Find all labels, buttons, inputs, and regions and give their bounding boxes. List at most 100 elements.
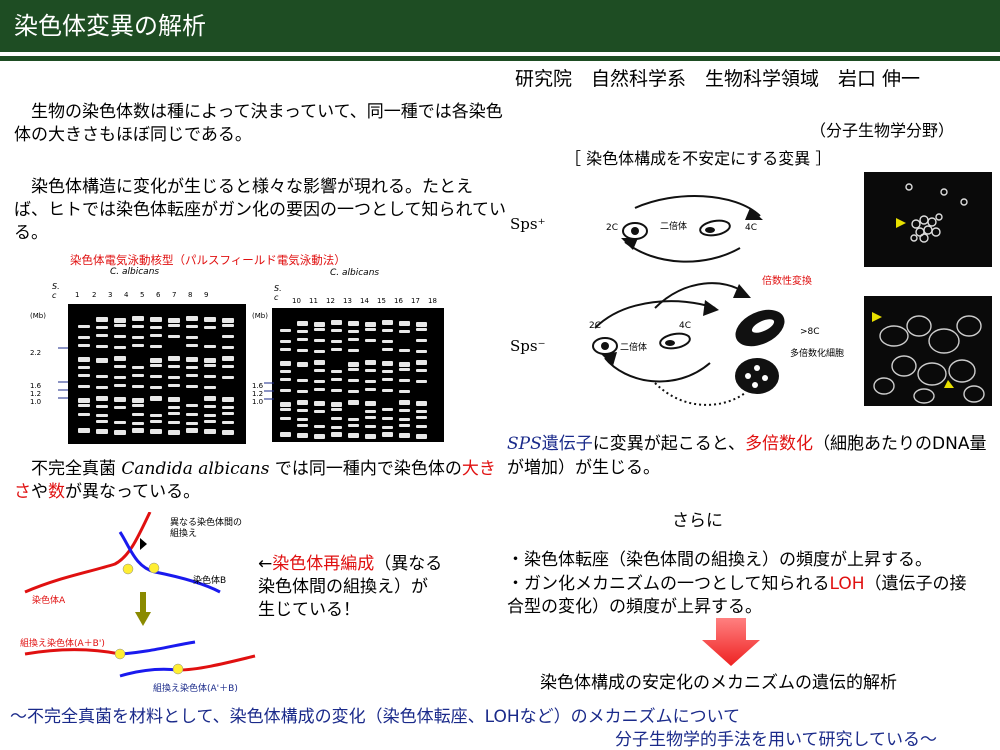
- label-2c: 2C: [606, 223, 619, 233]
- gel-size-mark: 1.2: [252, 390, 264, 398]
- cell-cycle-diagram: [592, 195, 785, 406]
- lane-number: 16: [394, 297, 403, 305]
- lane-number: 10: [292, 297, 301, 305]
- gel-band: [96, 334, 108, 337]
- lane-number: 5: [140, 291, 144, 299]
- gel-band: [382, 408, 393, 411]
- gel-band: [297, 433, 308, 438]
- gel-band: [314, 380, 325, 383]
- gel-size-unit: (Mb): [252, 312, 268, 320]
- gel-sc-label: S. c: [274, 284, 282, 302]
- sps-sentence: SPS遺伝子に変異が起こると、多倍数化（細胞あたりのDNA量が増加）が生じる。: [507, 434, 987, 478]
- chromosome-a: [24, 512, 152, 594]
- gel-band: [96, 429, 108, 434]
- gel-band: [114, 376, 126, 379]
- gel-band: [314, 322, 325, 327]
- gel-band: [331, 320, 342, 325]
- gel-band: [365, 416, 376, 419]
- gel-band: [331, 370, 342, 373]
- gel-band: [399, 418, 410, 421]
- gel-band: [222, 406, 234, 409]
- rearrangement-text: ←染色体再編成（異なる染色体間の組換え）が生じている！: [258, 554, 443, 620]
- gel-band: [168, 324, 180, 327]
- gel-band: [222, 421, 234, 424]
- gel-band: [150, 414, 162, 417]
- gel-band: [348, 368, 359, 371]
- gel-band: [280, 389, 291, 392]
- gel-lane-numbers-right: 10 11 12 13 14 15 16 17 18: [292, 297, 437, 305]
- gel-band: [150, 429, 162, 434]
- lane-number: 18: [428, 297, 437, 305]
- gel-band: [365, 425, 376, 428]
- gel-band: [331, 389, 342, 392]
- sps-plus-label: Sps⁺: [510, 215, 546, 233]
- label-2c: 2C: [589, 321, 602, 331]
- footer-line-1: ～不完全真菌を材料として、染色体構成の変化（染色体転座、LOHなど）のメカニズム…: [10, 707, 741, 727]
- lane-number: 3: [108, 291, 112, 299]
- gel-band: [132, 413, 144, 416]
- bullet-2: ・ガン化メカニズムの一つとして知られるLOH（遺伝子の接合型の変化）の頻度が上昇…: [507, 574, 967, 617]
- gel-band: [150, 396, 162, 401]
- gel-band: [416, 350, 427, 353]
- gel-band: [150, 326, 162, 329]
- gel-band: [96, 405, 108, 408]
- gel-band: [78, 385, 90, 388]
- gel-band: [186, 428, 198, 433]
- gel-size-mark: 1.6: [252, 382, 264, 390]
- gel-band: [382, 432, 393, 437]
- gel-band: [280, 370, 291, 373]
- gel-band: [78, 336, 90, 339]
- field: （分子生物学分野）: [810, 121, 955, 140]
- gel-band: [314, 425, 325, 428]
- gel-band: [132, 336, 144, 339]
- lane-number: 7: [172, 291, 176, 299]
- gel-band: [168, 365, 180, 368]
- sps-minus-label: Sps⁻: [510, 337, 546, 355]
- gel-band: [382, 361, 393, 366]
- gel-band: [297, 409, 308, 412]
- microscope-photo-sps-minus: [864, 296, 992, 406]
- gel-band: [348, 400, 359, 405]
- lane-number: 14: [360, 297, 369, 305]
- gel-band: [96, 396, 108, 401]
- gel-band: [186, 366, 198, 369]
- gel-band: [280, 348, 291, 351]
- gel-band: [186, 385, 198, 388]
- gel-band: [96, 386, 108, 389]
- gel-band: [204, 429, 216, 434]
- gel-band: [114, 397, 126, 402]
- gel-band: [168, 318, 180, 323]
- gel-band: [222, 376, 234, 379]
- gel-band: [222, 430, 234, 435]
- gel-band: [150, 345, 162, 348]
- gel-band: [96, 375, 108, 378]
- gel-band: [132, 366, 144, 369]
- gel-band: [348, 362, 359, 367]
- gel-band: [132, 374, 144, 377]
- gel-band: [78, 398, 90, 403]
- bullet-1: ・染色体転座（染色体間の組換え）の頻度が上昇する。: [507, 550, 932, 570]
- gel-band: [96, 358, 108, 363]
- gel-band: [132, 404, 144, 407]
- gel-band: [314, 410, 325, 413]
- gel-band: [297, 418, 308, 421]
- unstable-heading: ［ 染色体構成を不安定にする変異 ］: [565, 149, 832, 168]
- gel-band: [186, 344, 198, 347]
- label-4c: 4C: [745, 223, 758, 233]
- gel-band: [114, 346, 126, 349]
- gel-band: [222, 324, 234, 327]
- conclusion: 染色体構成の安定化のメカニズムの遺伝的解析: [540, 673, 897, 693]
- label-recomb-ba: 組換え染色体(A'＋B): [153, 684, 238, 694]
- gel-band: [382, 340, 393, 343]
- gel-band: [399, 433, 410, 438]
- gel-band: [114, 406, 126, 409]
- gel-band: [365, 339, 376, 342]
- gel-band: [222, 397, 234, 402]
- gel-band: [150, 420, 162, 423]
- gel-band: [150, 386, 162, 389]
- gel-band: [96, 420, 108, 423]
- gel-band: [331, 402, 342, 407]
- gel-band: [314, 350, 325, 353]
- gel-band: [204, 364, 216, 367]
- size-highlight: 大きさ: [14, 459, 496, 502]
